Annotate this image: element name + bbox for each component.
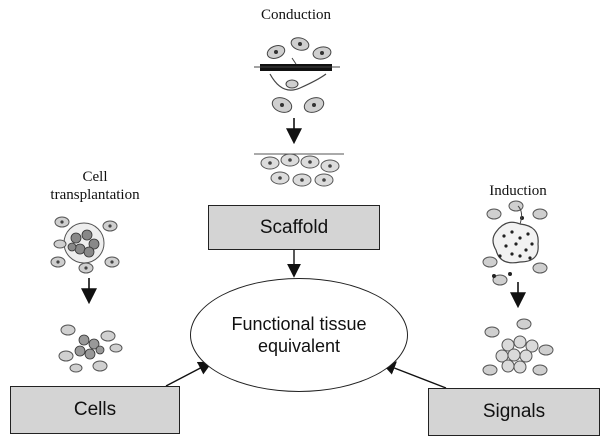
cell-transplantation-label: Cell transplantation [40, 168, 150, 204]
induction-label: Induction [489, 183, 547, 199]
signals-box-label: Signals [482, 401, 546, 422]
cells-box: Cells [10, 386, 180, 434]
signals-box: Signals [428, 388, 600, 436]
center-node-line1: Functional tissue [231, 314, 367, 334]
arrow-signals-to-center [381, 361, 447, 389]
conduction-label: Conduction [261, 7, 331, 23]
cell-transplantation-label-line1: Cell [82, 169, 108, 185]
arrow-cells-to-center [165, 361, 213, 387]
scaffold-box-label: Scaffold [259, 216, 329, 238]
cells-box-label: Cells [73, 399, 117, 420]
cell-transplantation-label-line2: transplantation [50, 187, 140, 203]
center-node-line2: equivalent [257, 336, 341, 356]
functional-tissue-equivalent-node: Functional tissue equivalent [190, 278, 408, 392]
scaffold-box: Scaffold [208, 205, 380, 250]
